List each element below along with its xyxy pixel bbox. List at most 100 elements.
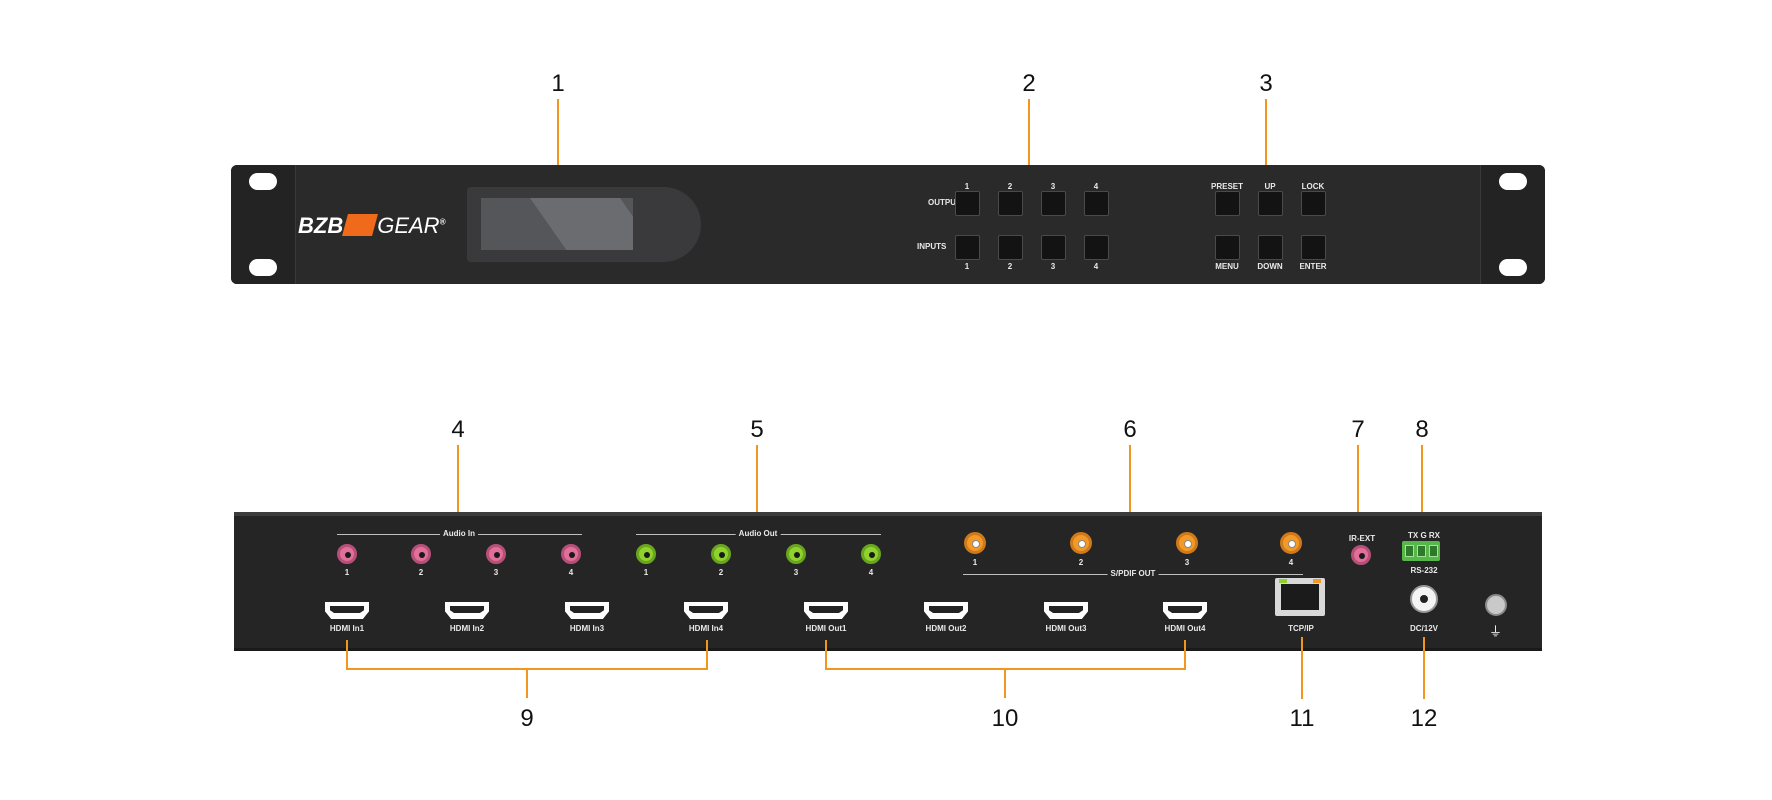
hdmi-out-2-label: HDMI Out2 xyxy=(925,624,967,633)
audio-out-label: Audio Out xyxy=(735,529,781,538)
up-button[interactable] xyxy=(1258,191,1283,216)
callout-8-line xyxy=(1421,445,1423,526)
spdif-number: 4 xyxy=(1288,558,1294,567)
hdmi-out-3-label: HDMI Out3 xyxy=(1045,624,1087,633)
audio-in-3-jack[interactable] xyxy=(486,544,506,564)
input-4-button[interactable] xyxy=(1084,235,1109,260)
down-label: DOWN xyxy=(1257,262,1283,271)
hdmi-in-1-port[interactable] xyxy=(325,602,369,619)
audio-out-3-jack[interactable] xyxy=(786,544,806,564)
output-4-button[interactable] xyxy=(1084,191,1109,216)
hdmi-out-4-label: HDMI Out4 xyxy=(1164,624,1206,633)
audio-in-1-jack[interactable] xyxy=(337,544,357,564)
ethernet-port[interactable] xyxy=(1275,578,1325,616)
audio-out-1-jack[interactable] xyxy=(636,544,656,564)
hdmi-in-1-label: HDMI In1 xyxy=(329,624,365,633)
enter-button[interactable] xyxy=(1301,235,1326,260)
audio-in-2-jack[interactable] xyxy=(411,544,431,564)
callout-11: 11 xyxy=(1289,705,1315,732)
callout-9-line xyxy=(526,668,528,698)
callout-11-line xyxy=(1301,637,1303,699)
spdif-out-4-jack[interactable] xyxy=(1280,532,1302,554)
rear-panel xyxy=(234,512,1542,651)
hdmi-in-3-label: HDMI In3 xyxy=(569,624,605,633)
callout-4-line xyxy=(457,445,459,533)
input-2-button[interactable] xyxy=(998,235,1023,260)
input-number: 3 xyxy=(1050,262,1056,271)
output-3-button[interactable] xyxy=(1041,191,1066,216)
audio-in-number: 2 xyxy=(418,568,424,577)
callout-10-bracket xyxy=(1184,640,1186,670)
hdmi-in-2-port[interactable] xyxy=(445,602,489,619)
audio-out-4-jack[interactable] xyxy=(861,544,881,564)
input-1-button[interactable] xyxy=(955,235,980,260)
up-label: UP xyxy=(1264,182,1276,191)
audio-out-2-jack[interactable] xyxy=(711,544,731,564)
spdif-out-3-jack[interactable] xyxy=(1176,532,1198,554)
tcpip-label: TCP/IP xyxy=(1288,624,1314,633)
down-button[interactable] xyxy=(1258,235,1283,260)
callout-8: 8 xyxy=(1415,416,1429,443)
hdmi-out-4-port[interactable] xyxy=(1163,602,1207,619)
right-rack-ear xyxy=(1480,165,1545,284)
callout-1-line xyxy=(557,99,559,179)
menu-button[interactable] xyxy=(1215,235,1240,260)
hdmi-out-1-label: HDMI Out1 xyxy=(805,624,847,633)
output-number: 3 xyxy=(1050,182,1056,191)
spdif-group-line: S/PDIF OUT xyxy=(963,569,1303,578)
lcd-display-bezel xyxy=(467,187,701,262)
outputs-label: OUTPUTS xyxy=(928,198,967,207)
ir-ext-jack[interactable] xyxy=(1351,545,1371,565)
audio-in-label: Audio In xyxy=(440,529,478,538)
output-2-button[interactable] xyxy=(998,191,1023,216)
rack-mount-slot xyxy=(249,173,277,190)
hdmi-in-3-port[interactable] xyxy=(565,602,609,619)
preset-label: PRESET xyxy=(1210,182,1244,191)
audio-out-number: 4 xyxy=(868,568,874,577)
rack-mount-slot xyxy=(1499,259,1527,276)
rs232-pins-label: TX G RX xyxy=(1407,531,1441,540)
preset-button[interactable] xyxy=(1215,191,1240,216)
hdmi-in-4-label: HDMI In4 xyxy=(688,624,724,633)
callout-4: 4 xyxy=(451,416,465,443)
callout-9-bracket xyxy=(346,640,348,670)
input-3-button[interactable] xyxy=(1041,235,1066,260)
audio-out-group-line: Audio Out xyxy=(636,529,881,538)
callout-12-line xyxy=(1423,637,1425,699)
output-number: 1 xyxy=(964,182,970,191)
audio-in-4-jack[interactable] xyxy=(561,544,581,564)
audio-in-number: 1 xyxy=(344,568,350,577)
input-number: 1 xyxy=(964,262,970,271)
spdif-out-1-jack[interactable] xyxy=(964,532,986,554)
enter-label: ENTER xyxy=(1299,262,1327,271)
audio-in-number: 4 xyxy=(568,568,574,577)
callout-3-line xyxy=(1265,99,1267,179)
spdif-number: 3 xyxy=(1184,558,1190,567)
spdif-out-2-jack[interactable] xyxy=(1070,532,1092,554)
dc-12v-label: DC/12V xyxy=(1409,624,1439,633)
hdmi-out-2-port[interactable] xyxy=(924,602,968,619)
ground-screw[interactable] xyxy=(1485,594,1507,616)
hdmi-out-1-port[interactable] xyxy=(804,602,848,619)
callout-9-bracket xyxy=(706,640,708,670)
output-1-button[interactable] xyxy=(955,191,980,216)
callout-7-line xyxy=(1357,445,1359,529)
lock-button[interactable] xyxy=(1301,191,1326,216)
callout-6-line xyxy=(1129,445,1131,545)
callout-3: 3 xyxy=(1259,70,1273,97)
callout-10-line xyxy=(1004,668,1006,698)
rs232-terminal-block[interactable] xyxy=(1402,541,1440,561)
rs232-label: RS-232 xyxy=(1410,566,1438,575)
hdmi-in-4-port[interactable] xyxy=(684,602,728,619)
logo-mark-icon xyxy=(342,214,379,236)
menu-label: MENU xyxy=(1215,262,1239,271)
audio-in-number: 3 xyxy=(493,568,499,577)
callout-2-line xyxy=(1028,99,1030,179)
callout-5-line xyxy=(756,445,758,533)
callout-10-bracket xyxy=(825,640,827,670)
dc-power-jack[interactable] xyxy=(1410,585,1438,613)
hdmi-out-3-port[interactable] xyxy=(1044,602,1088,619)
output-number: 2 xyxy=(1007,182,1013,191)
audio-out-number: 1 xyxy=(643,568,649,577)
